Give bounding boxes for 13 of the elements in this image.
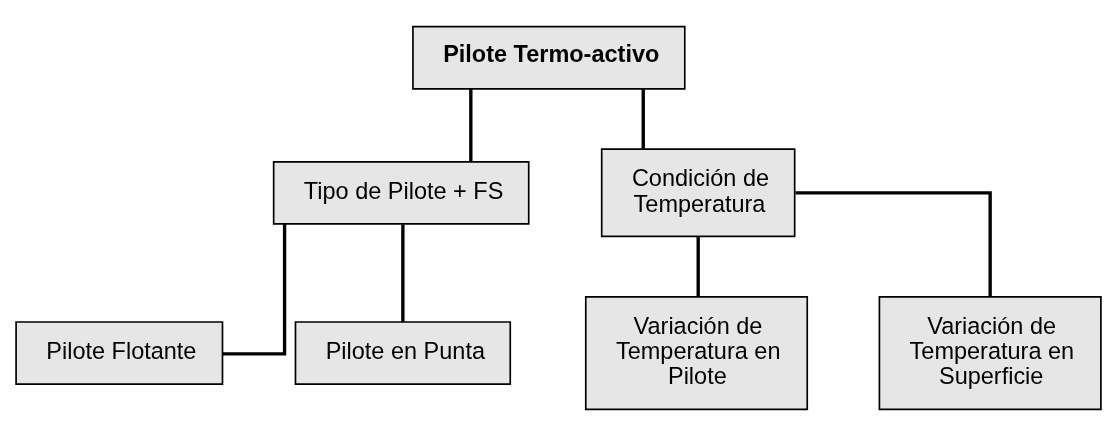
node-box: Variación de Temperatura en Superficie [878,296,1102,411]
node-box: Tipo de Pilote + FS [272,160,530,225]
node-box: Pilote en Punta [294,321,512,385]
node-box: Variación de Temperatura en Pilote [584,296,809,411]
node-box: Pilote Termo-activo [412,25,686,90]
node-box: Pilote Flotante [15,321,224,385]
connector [222,223,287,356]
node-box: Condición de Temperatura [600,148,796,238]
connector [401,224,405,323]
connector [795,191,992,297]
connector [641,89,645,149]
connector [469,89,473,162]
connector [696,236,700,297]
